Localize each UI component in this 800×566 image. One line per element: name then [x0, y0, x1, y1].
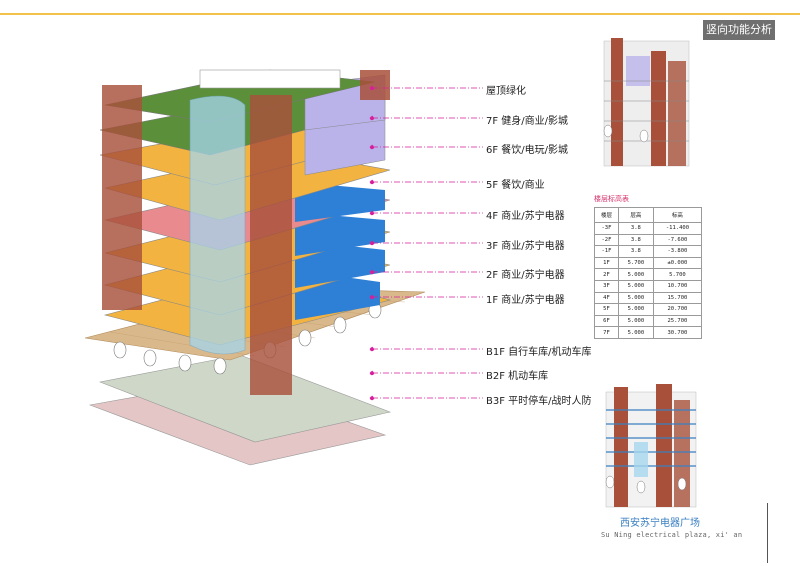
table-cell: 25.700 — [652, 314, 703, 328]
table-cell: 5.000 — [617, 268, 654, 281]
table-cell: -3.800 — [652, 245, 703, 258]
table-cell: 10.700 — [652, 279, 703, 293]
building-thumbnail-bottom — [605, 384, 697, 508]
table-cell: 5.000 — [617, 279, 654, 293]
table-cell: ±0.000 — [652, 256, 703, 270]
table-cell: 1F — [594, 256, 619, 270]
brick-core-right — [360, 70, 390, 100]
table-cell: 15.700 — [652, 291, 703, 305]
table-cell: 5.700 — [617, 256, 654, 270]
project-name-cn: 西安苏宁电器广场 — [620, 518, 700, 529]
table-cell: -7.600 — [652, 233, 703, 247]
table-cell: 20.700 — [652, 303, 703, 316]
exploded-floor-diagram — [84, 69, 426, 466]
suning-4f — [295, 182, 385, 222]
brick-core-left — [102, 85, 142, 310]
table-cell: 3.8 — [617, 245, 654, 258]
vertical-divider — [767, 503, 768, 563]
table-cell: -2F — [594, 233, 619, 247]
top-accent-line — [0, 13, 800, 15]
brick-core-center — [250, 95, 292, 395]
suning-3f — [295, 212, 385, 256]
table-cell: 4F — [594, 291, 619, 305]
table-cell: -3F — [594, 222, 619, 235]
table-cell: 3F — [594, 279, 619, 293]
section-title: 竖向功能分析 — [703, 20, 775, 40]
slab-b2f — [98, 354, 392, 443]
table-header: 层高 — [617, 207, 654, 223]
glass-atrium — [189, 95, 246, 355]
table-cell: -11.400 — [652, 222, 703, 235]
table-cell: 5.000 — [617, 314, 654, 328]
table-cell: 7F — [594, 326, 619, 339]
building-thumbnail-top — [603, 38, 690, 167]
table-cell: -1F — [594, 245, 619, 258]
table-header: 楼层 — [594, 207, 619, 223]
height-table-title: 楼层标高表 — [594, 195, 629, 203]
table-cell: 5.000 — [617, 303, 654, 316]
table-cell: 2F — [594, 268, 619, 281]
table-cell: 5.700 — [652, 268, 703, 281]
table-cell: 30.700 — [652, 326, 703, 339]
table-cell: 5.000 — [617, 291, 654, 305]
table-cell: 5.000 — [617, 326, 654, 339]
table-cell: 5F — [594, 303, 619, 316]
roof-structure — [199, 69, 341, 89]
table-header: 标高 — [652, 207, 703, 223]
table-cell: 3.8 — [617, 222, 654, 235]
table-cell: 6F — [594, 314, 619, 328]
table-cell: 3.8 — [617, 233, 654, 247]
project-name-en: Su Ning electrical plaza, xi' an — [601, 531, 743, 539]
